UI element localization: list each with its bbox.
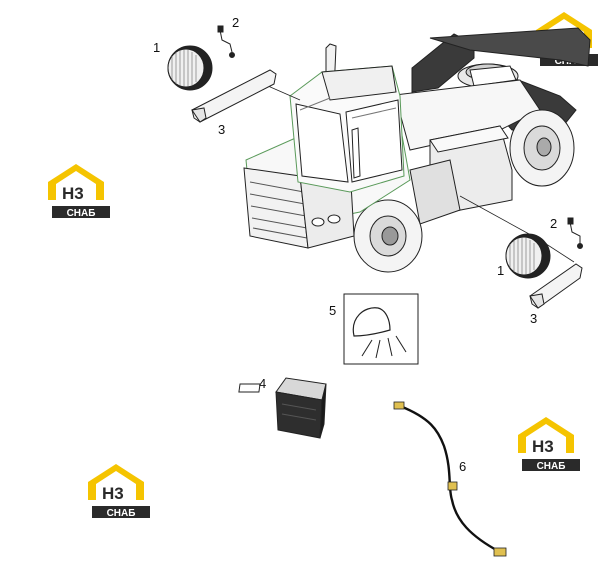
callout-2-top: 2: [232, 15, 239, 30]
svg-text:H3: H3: [102, 484, 124, 503]
watermark-logo: H3 СНАБ: [88, 464, 150, 519]
svg-text:СНАБ: СНАБ: [537, 461, 566, 472]
callout-2-right: 2: [550, 216, 557, 231]
work-lamp-right: [505, 233, 551, 279]
callout-5: 5: [329, 303, 336, 318]
lamp-bracket-right: [529, 263, 583, 309]
svg-text:СНАБ: СНАБ: [107, 508, 136, 519]
callout-1-right: 1: [497, 263, 504, 278]
watermark-logo: H3 СНАБ: [518, 417, 580, 472]
callout-6: 6: [459, 459, 466, 474]
headlight-symbol-box: [343, 293, 419, 365]
callout-3-right: 3: [530, 311, 537, 326]
callout-1-top: 1: [153, 40, 160, 55]
wiring-harness: [393, 401, 507, 557]
vehicle-illustration: [243, 27, 591, 273]
rocker-switch: [238, 377, 327, 439]
callout-3-top: 3: [218, 122, 225, 137]
lamp-bracket-top: [191, 69, 277, 123]
lamp-connector-right: [567, 217, 583, 249]
callout-4: 4: [259, 376, 266, 391]
headlight-icon: [352, 307, 391, 337]
svg-text:H3: H3: [62, 184, 84, 203]
svg-text:СНАБ: СНАБ: [67, 208, 96, 219]
svg-text:H3: H3: [532, 437, 554, 456]
watermark-logo: H3 СНАБ: [48, 164, 110, 219]
work-lamp-top-left: [167, 45, 213, 91]
lamp-connector-top: [217, 25, 235, 58]
